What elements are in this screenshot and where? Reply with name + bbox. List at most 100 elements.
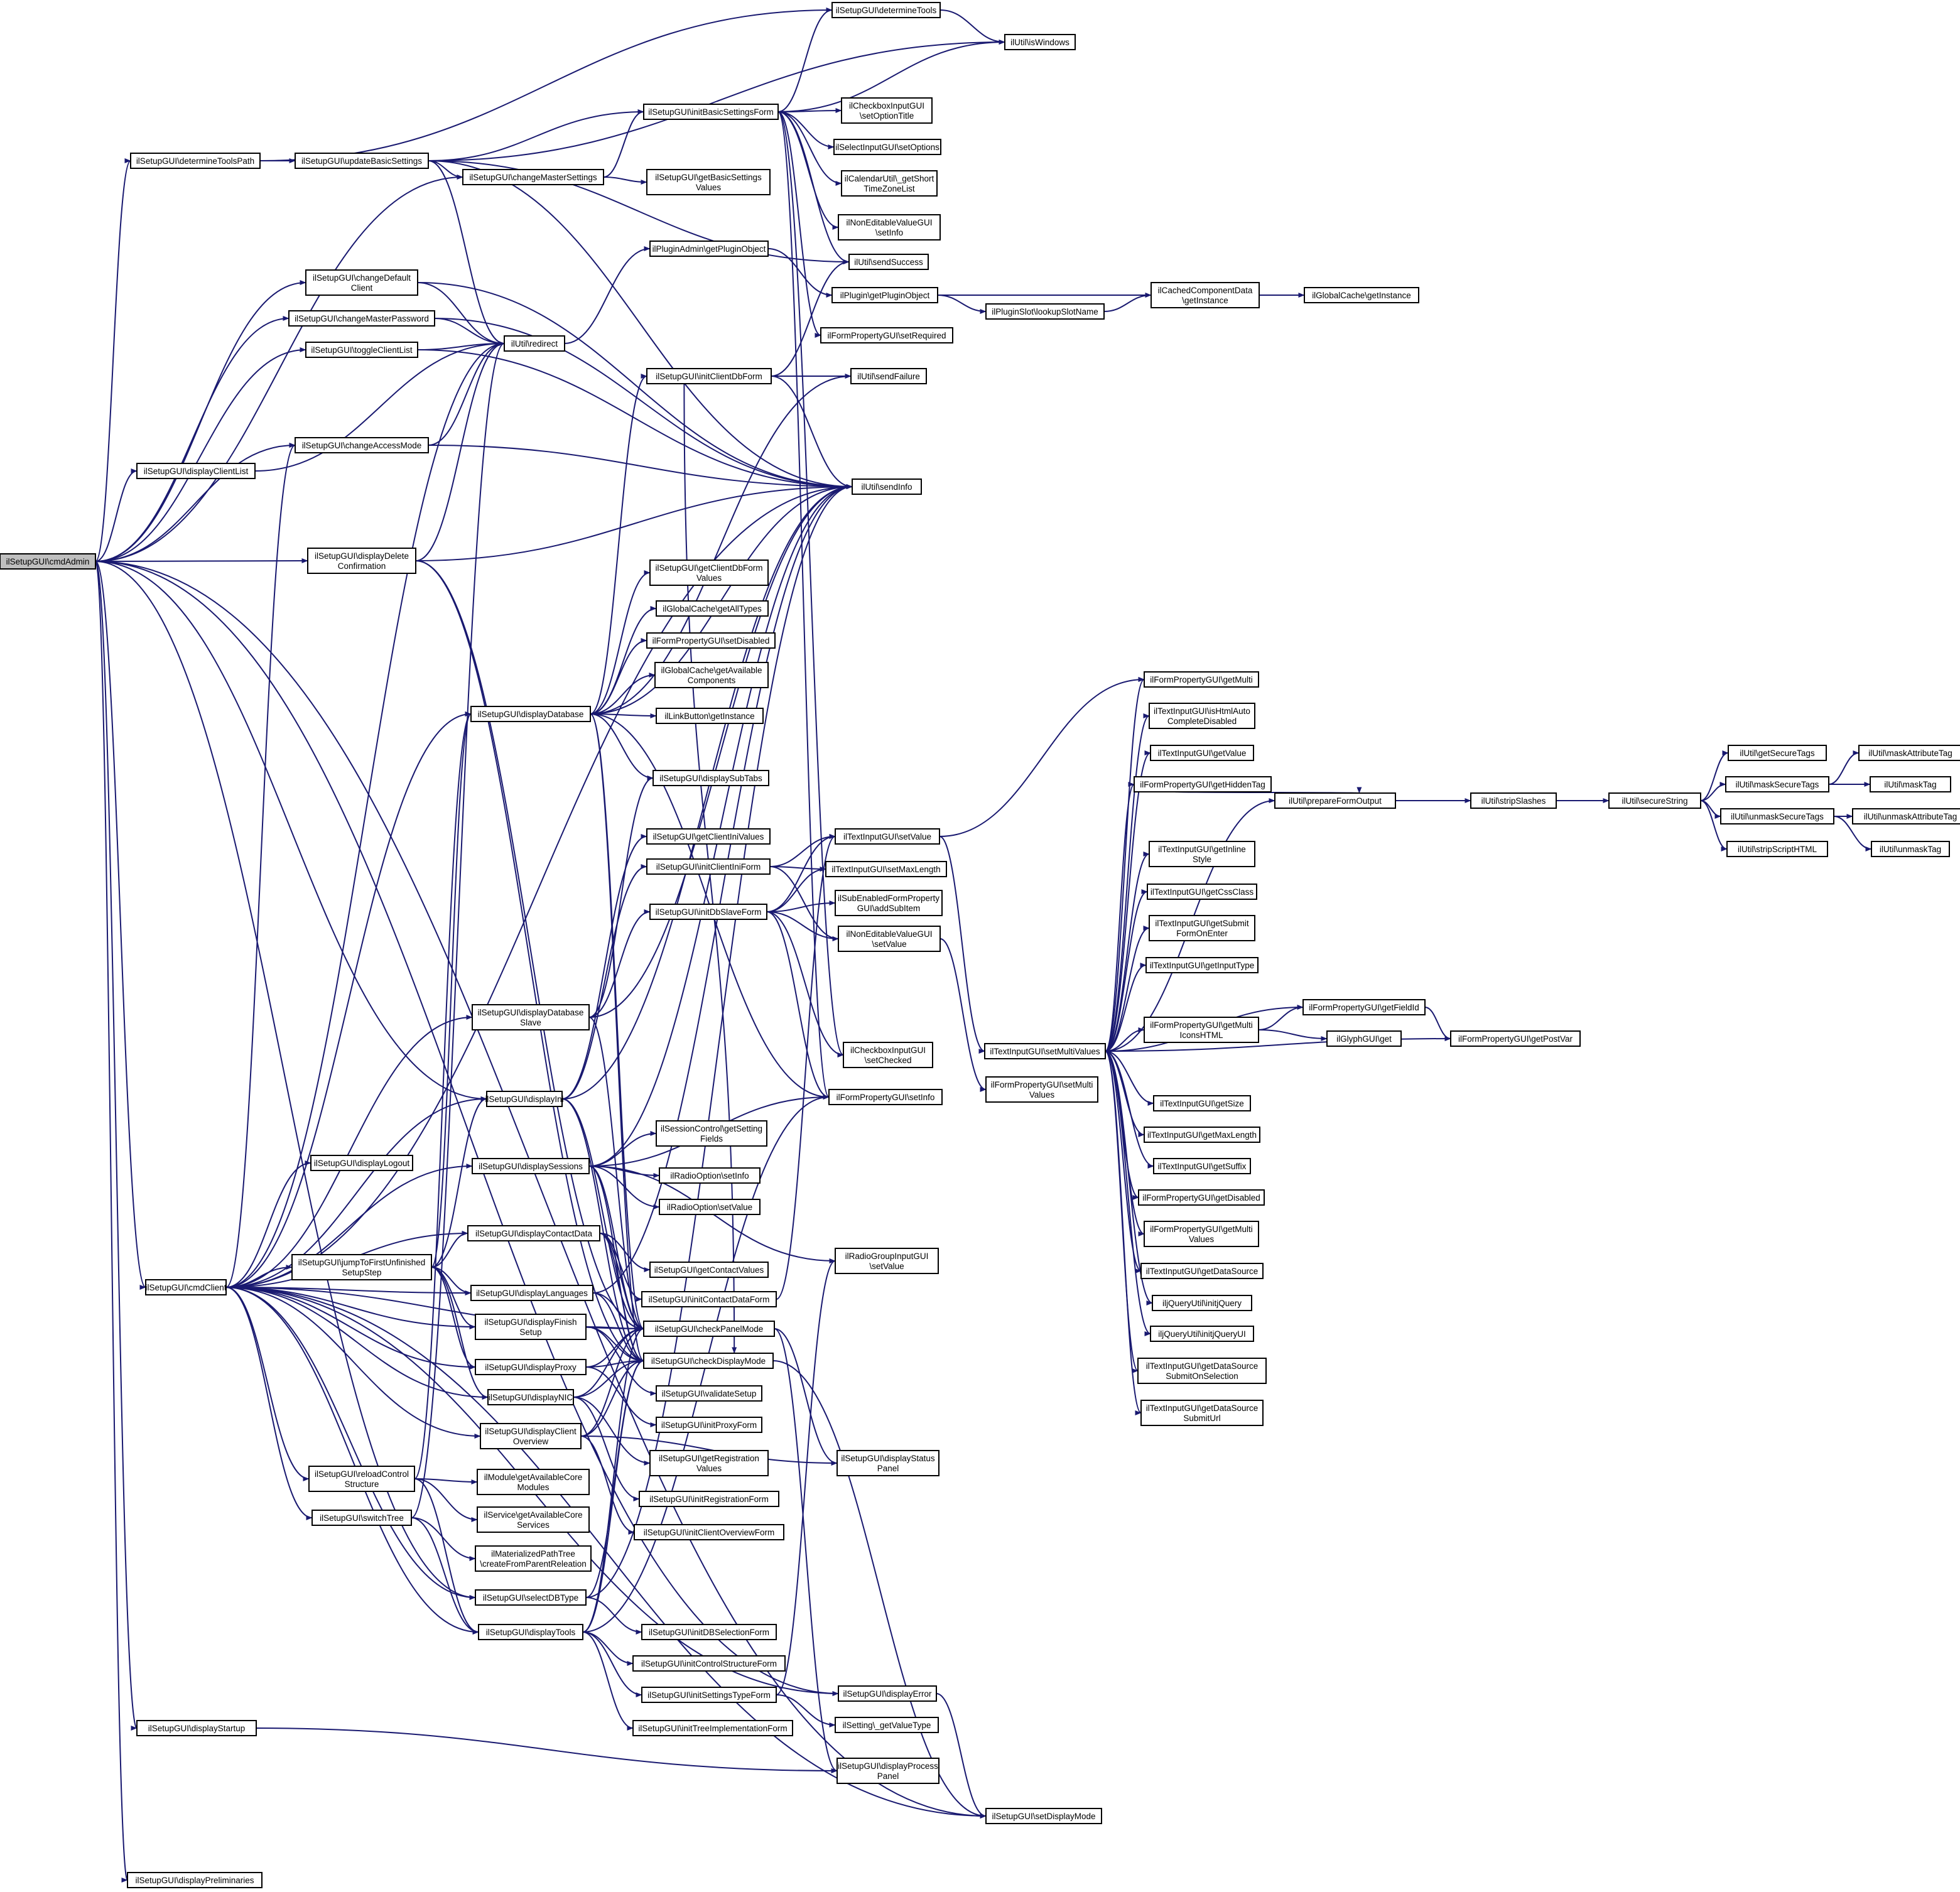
node-getHiddenTag[interactable]: ilFormPropertyGUI\getHiddenTag bbox=[1134, 776, 1272, 792]
node-secureString[interactable]: ilUtil\secureString bbox=[1608, 792, 1701, 809]
node-maskTag[interactable]: ilUtil\maskTag bbox=[1870, 776, 1951, 792]
node-getClientIniValues[interactable]: ilSetupGUI\getClientIniValues bbox=[646, 828, 771, 845]
node-selectDBType[interactable]: ilSetupGUI\selectDBType bbox=[475, 1589, 587, 1606]
node-getDataSourceSubmitOnSelection[interactable]: ilTextInputGUI\getDataSourceSubmitOnSele… bbox=[1137, 1358, 1267, 1384]
node-maskSecureTags[interactable]: ilUtil\maskSecureTags bbox=[1725, 776, 1829, 792]
node-displayIni[interactable]: ilSetupGUI\displayIni bbox=[485, 1091, 564, 1107]
node-displayDatabase[interactable]: ilSetupGUI\displayDatabase bbox=[470, 706, 591, 722]
node-linkButtonGetInstance[interactable]: ilLinkButton\getInstance bbox=[656, 708, 764, 724]
node-setChecked[interactable]: ilCheckboxInputGUI\setChecked bbox=[843, 1042, 933, 1068]
node-sendSuccess[interactable]: ilUtil\sendSuccess bbox=[848, 254, 929, 270]
node-glyphGet[interactable]: ilGlyphGUI\get bbox=[1326, 1030, 1402, 1047]
node-changeMasterPassword[interactable]: ilSetupGUI\changeMasterPassword bbox=[288, 310, 435, 327]
node-getMulti[interactable]: ilFormPropertyGUI\getMulti bbox=[1144, 671, 1259, 688]
node-displayLogout[interactable]: ilSetupGUI\displayLogout bbox=[310, 1155, 413, 1171]
node-nevSetInfo[interactable]: ilNonEditableValueGUI\setInfo bbox=[838, 214, 941, 241]
node-getMaxLength[interactable]: ilTextInputGUI\getMaxLength bbox=[1144, 1127, 1260, 1143]
node-isWindows[interactable]: ilUtil\isWindows bbox=[1004, 34, 1076, 50]
node-fpSetMultiValues[interactable]: ilFormPropertyGUI\setMultiValues bbox=[985, 1076, 1098, 1103]
node-toggleClientList[interactable]: ilSetupGUI\toggleClientList bbox=[305, 342, 418, 358]
node-setDisplayMode[interactable]: ilSetupGUI\setDisplayMode bbox=[985, 1808, 1102, 1824]
node-unmaskTag[interactable]: ilUtil\unmaskTag bbox=[1871, 841, 1950, 857]
node-unmaskSecureTags[interactable]: ilUtil\unmaskSecureTags bbox=[1720, 808, 1834, 824]
node-sendInfo[interactable]: ilUtil\sendInfo bbox=[852, 478, 922, 495]
node-getContactValues[interactable]: ilSetupGUI\getContactValues bbox=[649, 1262, 769, 1278]
node-getValueType[interactable]: ilSetting\_getValueType bbox=[835, 1717, 939, 1733]
node-unmaskAttributeTag[interactable]: ilUtil\unmaskAttributeTag bbox=[1852, 808, 1960, 824]
node-fpGetDisabled[interactable]: ilFormPropertyGUI\getDisabled bbox=[1138, 1189, 1265, 1206]
node-changeMasterSettings[interactable]: ilSetupGUI\changeMasterSettings bbox=[462, 169, 604, 185]
node-initTreeImplementationForm[interactable]: ilSetupGUI\initTreeImplementationForm bbox=[632, 1720, 793, 1736]
node-displaySubTabs[interactable]: ilSetupGUI\displaySubTabs bbox=[652, 770, 769, 786]
node-displaySessions[interactable]: ilSetupGUI\displaySessions bbox=[472, 1158, 590, 1174]
node-jumpToFirst[interactable]: ilSetupGUI\jumpToFirstUnfinishedSetupSte… bbox=[291, 1254, 432, 1280]
node-displayError[interactable]: ilSetupGUI\displayError bbox=[838, 1685, 937, 1702]
node-prepareFormOutput[interactable]: ilUtil\prepareFormOutput bbox=[1274, 792, 1396, 809]
node-displayProxy[interactable]: ilSetupGUI\displayProxy bbox=[475, 1359, 587, 1375]
node-stripSlashes[interactable]: ilUtil\stripSlashes bbox=[1470, 792, 1557, 809]
node-lookupSlotName[interactable]: ilPluginSlot\lookupSlotName bbox=[985, 303, 1105, 320]
node-cmdAdmin[interactable]: ilSetupGUI\cmdAdmin bbox=[0, 553, 96, 570]
node-radioGroupSetValue[interactable]: ilRadioGroupInputGUI\setValue bbox=[835, 1248, 939, 1274]
node-textSetValue[interactable]: ilTextInputGUI\setValue bbox=[835, 828, 940, 845]
node-getSuffix[interactable]: ilTextInputGUI\getSuffix bbox=[1153, 1158, 1251, 1174]
node-setRequired[interactable]: ilFormPropertyGUI\setRequired bbox=[820, 327, 953, 343]
node-displayTools[interactable]: ilSetupGUI\displayTools bbox=[478, 1624, 583, 1640]
node-initProxyForm[interactable]: ilSetupGUI\initProxyForm bbox=[656, 1417, 762, 1433]
node-getSecureTags[interactable]: ilUtil\getSecureTags bbox=[1728, 745, 1827, 761]
node-setOptions[interactable]: ilSelectInputGUI\setOptions bbox=[833, 139, 941, 155]
node-setDisabled[interactable]: ilFormPropertyGUI\setDisabled bbox=[646, 632, 776, 649]
node-setOptionTitle[interactable]: ilCheckboxInputGUI\setOptionTitle bbox=[841, 97, 933, 124]
node-isHtmlAutoCompleteDisabled[interactable]: ilTextInputGUI\isHtmlAutoCompleteDisable… bbox=[1149, 703, 1255, 729]
node-stripScriptHTML[interactable]: ilUtil\stripScriptHTML bbox=[1726, 841, 1828, 857]
node-initjQuery[interactable]: iljQueryUtil\initjQuery bbox=[1152, 1295, 1252, 1311]
node-changeAccessMode[interactable]: ilSetupGUI\changeAccessMode bbox=[295, 437, 429, 453]
node-initControlStructureForm[interactable]: ilSetupGUI\initControlStructureForm bbox=[632, 1655, 786, 1672]
node-determineToolsPath[interactable]: ilSetupGUI\determineToolsPath bbox=[130, 153, 261, 169]
node-maskAttributeTag[interactable]: ilUtil\maskAttributeTag bbox=[1858, 745, 1960, 761]
node-radioSetValue[interactable]: ilRadioOption\setValue bbox=[659, 1199, 761, 1215]
node-displayStartup[interactable]: ilSetupGUI\displayStartup bbox=[136, 1720, 257, 1736]
node-getPostVar[interactable]: ilFormPropertyGUI\getPostVar bbox=[1450, 1030, 1581, 1047]
node-redirect[interactable]: ilUtil\redirect bbox=[504, 335, 565, 352]
node-updateBasicSettings[interactable]: ilSetupGUI\updateBasicSettings bbox=[295, 153, 429, 169]
node-initClientDbForm[interactable]: ilSetupGUI\initClientDbForm bbox=[646, 368, 772, 384]
node-cachedGetInstance[interactable]: ilCachedComponentData\getInstance bbox=[1151, 282, 1260, 308]
node-initjQueryUI[interactable]: iljQueryUtil\initjQueryUI bbox=[1150, 1326, 1254, 1342]
node-radioSetInfo[interactable]: ilRadioOption\setInfo bbox=[659, 1167, 761, 1184]
node-cmdClient[interactable]: ilSetupGUI\cmdClient bbox=[145, 1279, 227, 1295]
node-createFromParentReleation[interactable]: ilMaterializedPathTree\createFromParentR… bbox=[475, 1545, 592, 1572]
node-getAllTypes[interactable]: ilGlobalCache\getAllTypes bbox=[656, 600, 769, 617]
node-textSetMultiValues[interactable]: ilTextInputGUI\setMultiValues bbox=[984, 1043, 1106, 1059]
node-initBasicSettingsForm[interactable]: ilSetupGUI\initBasicSettingsForm bbox=[643, 104, 779, 120]
node-getFieldId[interactable]: ilFormPropertyGUI\getFieldId bbox=[1302, 999, 1426, 1015]
node-pluginAdminGetPluginObject[interactable]: ilPluginAdmin\getPluginObject bbox=[649, 241, 769, 257]
node-textGetValue[interactable]: ilTextInputGUI\getValue bbox=[1150, 745, 1254, 761]
node-checkDisplayMode[interactable]: ilSetupGUI\checkDisplayMode bbox=[643, 1353, 774, 1369]
node-initRegistrationForm[interactable]: ilSetupGUI\initRegistrationForm bbox=[639, 1491, 779, 1507]
node-initClientIniForm[interactable]: ilSetupGUI\initClientIniForm bbox=[646, 858, 771, 875]
node-initContactDataForm[interactable]: ilSetupGUI\initContactDataForm bbox=[641, 1291, 777, 1307]
node-displayNIC[interactable]: ilSetupGUI\displayNIC bbox=[487, 1389, 574, 1405]
node-initDBSelectionForm[interactable]: ilSetupGUI\initDBSelectionForm bbox=[641, 1624, 777, 1640]
node-getInputType[interactable]: ilTextInputGUI\getInputType bbox=[1145, 957, 1259, 973]
node-validateSetup[interactable]: ilSetupGUI\validateSetup bbox=[656, 1385, 762, 1402]
node-getSize[interactable]: ilTextInputGUI\getSize bbox=[1153, 1095, 1251, 1111]
node-checkPanelMode[interactable]: ilSetupGUI\checkPanelMode bbox=[643, 1321, 775, 1337]
node-getDataSource[interactable]: ilTextInputGUI\getDataSource bbox=[1140, 1263, 1264, 1279]
node-initSettingsTypeForm[interactable]: ilSetupGUI\initSettingsTypeForm bbox=[641, 1687, 777, 1703]
